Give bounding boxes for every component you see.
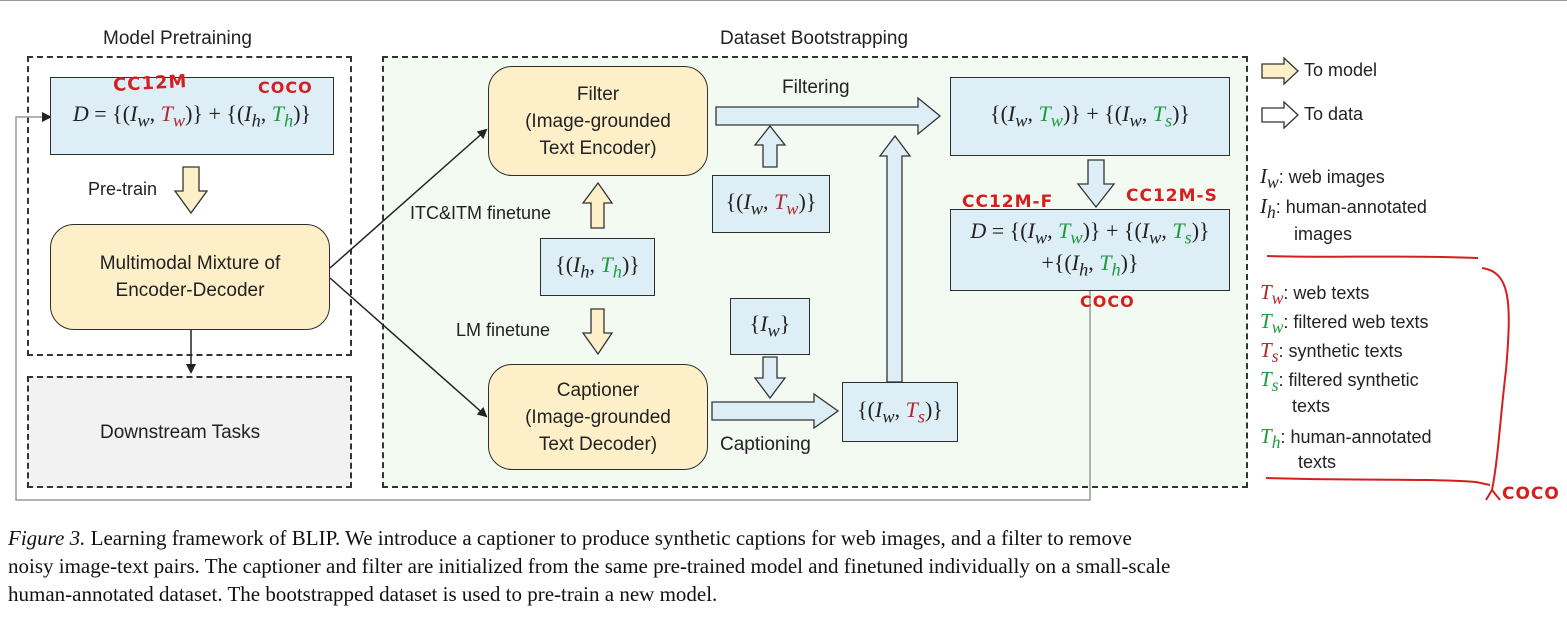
filter-line-1: Filter [576,83,620,105]
web-images-box: {Iw} [730,298,810,355]
filter-line-2: (Image-grounded [525,110,671,132]
captioning-label: Captioning [720,434,811,455]
top-rule [0,0,1567,1]
underline-annotation [1266,255,1479,259]
legend-to-data-arrow [1261,100,1299,130]
legend-to-model: To model [1304,60,1378,80]
legend-th-cont: texts [1298,452,1337,472]
pretrain-label: Pre-train [88,179,158,199]
web-images-down-arrow [753,356,787,400]
model-line-1: Multimodal Mixture of [99,253,281,274]
captioner-line-1: Captioner [556,379,640,401]
annotation-cc12m-s: CC12M-S [1126,186,1218,206]
synthetic-pairs-box: {(Iw, Ts)} [842,382,958,442]
caption-label: Figure 3. [8,526,86,550]
captioner-line-2: (Image-grounded [525,406,671,428]
legend-ih: Ih: human-annotated [1260,194,1427,223]
mixture-model-box: Multimodal Mixture of Encoder-Decoder [50,224,330,330]
dataset-bootstrapping-title: Dataset Bootstrapping [720,28,909,49]
feedback-loop-line [15,116,1091,501]
annotation-cc12m: CC12M [112,71,188,96]
filtering-label: Filtering [782,77,850,98]
model-to-filter-line [329,128,488,269]
filter-line-3: Text Encoder) [539,137,657,159]
annotation-cc12m-f: CC12M-F [962,192,1054,212]
legend-ts-synthetic: Ts: synthetic texts [1260,338,1403,367]
legend-ih-cont: images [1294,224,1353,244]
legend-tw-web: Tw: web texts [1260,280,1370,309]
caption-line-3: human-annotated dataset. The bootstrappe… [8,582,718,606]
legend-ts-filtered: Ts: filtered synthetic [1260,367,1419,396]
human-pairs-box: {(Ih, Th)} [540,238,655,296]
legend-th: Th: human-annotated [1260,424,1432,453]
model-line-2: Encoder-Decoder [115,280,265,301]
legend-to-model-arrow [1261,56,1299,86]
captioning-arrow [711,392,840,430]
filter-box: Filter (Image-grounded Text Encoder) [488,66,708,176]
annotation-coco-top: COCO [258,78,313,97]
web-pairs-up-arrow [753,124,787,168]
pretraining-region [27,56,352,356]
model-to-captioner-line [329,277,488,418]
annotation-coco-mid: COCO [1080,292,1135,311]
legend-tw-filtered: Tw: filtered web texts [1260,309,1429,338]
model-pretraining-title: Model Pretraining [103,28,252,49]
pretrain-dataset-box: D = {(Iw, Tw)} + {(Ih, Th)} [50,77,334,155]
captioner-box: Captioner (Image-grounded Text Decoder) [488,364,708,470]
new-dataset-box: D = {(Iw, Tw)} + {(Iw, Ts)} +{(Ih, Th)} [950,209,1230,291]
caption-line-1: Figure 3. Learning framework of BLIP. We… [8,526,1132,550]
filtered-union-box: {(Iw, Tw)} + {(Iw, Ts)} [950,77,1230,156]
web-pairs-box: {(Iw, Tw)} [712,175,830,233]
captioner-line-3: Text Decoder) [538,433,658,455]
bracket-annotation [1265,267,1510,491]
pretrain-arrow [173,166,209,215]
downstream-region [27,376,352,488]
itc-itm-label: ITC&ITM finetune [410,203,552,223]
legend-iw: Iw: web images [1260,164,1385,193]
filtering-arrow [715,96,942,136]
figure-caption: Figure 3. Learning framework of BLIP. We… [8,524,1548,608]
bracket-arrow-annotation [1485,489,1501,501]
pretrain-dataset-formula: D = {(Iw, Tw)} + {(Ih, Th)} [72,100,312,131]
itc-itm-arrow [581,181,614,229]
lm-finetune-arrow [581,308,614,356]
legend-ts-filtered-cont: texts [1292,396,1331,416]
legend-to-data: To data [1304,104,1364,124]
annotation-coco-right: COCO [1502,484,1560,504]
downstream-tasks-label: Downstream Tasks [100,422,261,443]
lm-finetune-label: LM finetune [456,320,551,340]
feedback-arrowhead [42,112,52,122]
caption-line-2: noisy image-text pairs. The captioner an… [8,554,1171,578]
union-down-arrow [1076,159,1116,209]
synthetic-up-arrow [878,134,912,383]
